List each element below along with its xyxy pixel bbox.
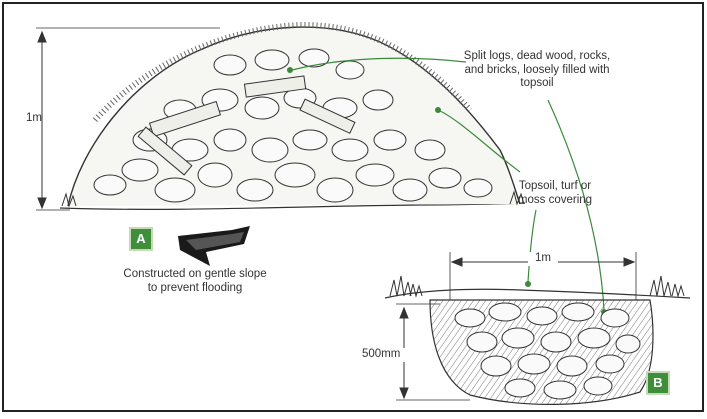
slope-note-line-1: Constructed on gentle slope <box>120 268 270 282</box>
mound-a <box>60 25 525 209</box>
callout-materials-line-2: and bricks, loosely filled with <box>462 64 612 78</box>
figure-badge-a: A <box>129 227 153 251</box>
depth-label-b: 500mm <box>362 348 406 362</box>
pit-b <box>385 276 690 404</box>
callout-covering: Topsoil, turf or moss covering <box>505 180 605 207</box>
height-label-a: 1m <box>22 112 46 126</box>
slope-note: Constructed on gentle slope to prevent f… <box>120 268 270 295</box>
width-label-b: 1m <box>528 252 558 266</box>
callout-materials: Split logs, dead wood, rocks, and bricks… <box>462 50 612 91</box>
callout-covering-line-1: Topsoil, turf or <box>505 180 605 194</box>
slope-note-line-2: to prevent flooding <box>120 282 270 296</box>
callout-materials-line-3: topsoil <box>462 77 612 91</box>
figure-badge-b: B <box>646 371 670 395</box>
callout-covering-line-2: moss covering <box>505 194 605 208</box>
callout-materials-line-1: Split logs, dead wood, rocks, <box>462 50 612 64</box>
slope-arrow <box>178 226 250 266</box>
